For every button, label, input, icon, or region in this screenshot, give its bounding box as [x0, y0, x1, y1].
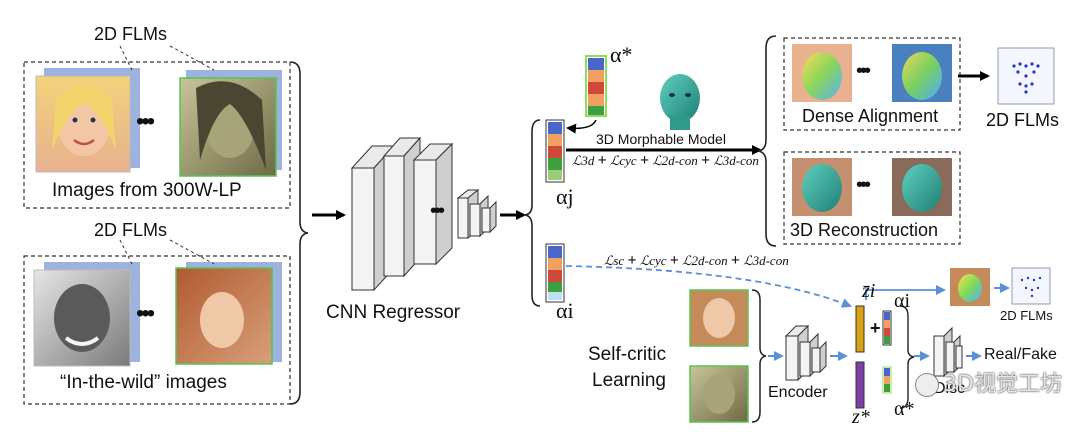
- loss-plus: +: [701, 152, 711, 169]
- encoder-block: [784, 324, 827, 382]
- loss-term: ℒ3d: [572, 153, 595, 168]
- small-flms-card: [1011, 267, 1051, 305]
- dataset-wild-label: “In-the-wild” images: [60, 372, 227, 393]
- alpha-i-vector: [545, 243, 565, 303]
- alpha-i-label: αi: [556, 298, 574, 323]
- self-critic-label-1: Self-critic: [588, 344, 667, 365]
- alpha-j-label: αj: [556, 184, 574, 209]
- loss-plus: +: [627, 252, 637, 269]
- z-bar-i-label: z̄i: [862, 280, 876, 302]
- alpha-star-bottom-label: α*: [894, 398, 915, 420]
- ellipsis: •••: [136, 108, 155, 135]
- dataset-300w-box: [23, 61, 291, 209]
- morphable-model-label: 3D Morphable Model: [596, 131, 726, 147]
- loss-term: ℒ3d-con: [713, 153, 759, 168]
- dense-alignment-box: [783, 37, 961, 131]
- loss-top: ℒ3d + ℒcyc + ℒ2d-con + ℒ3d-con: [572, 152, 759, 170]
- ellipsis: •••: [136, 300, 155, 327]
- left-brace: [289, 61, 309, 405]
- loss-bottom: ℒsc + ℒcyc + ℒ2d-con + ℒ3d-con: [604, 252, 789, 270]
- z-star-label: z*: [852, 406, 870, 428]
- reconstruction-box: [783, 151, 961, 245]
- cnn-regressor-block: [350, 136, 497, 292]
- alpha-j-vector: [545, 119, 565, 183]
- alpha-star-arrow: [566, 119, 597, 134]
- morphable-head-model: [660, 74, 700, 130]
- loss-plus: +: [730, 252, 740, 269]
- alpha-star-vector: [585, 55, 607, 117]
- z-star-vector: [855, 361, 865, 409]
- alpha-i-small-label: αi: [894, 290, 911, 312]
- loss-term: ℒ2d-con: [682, 253, 728, 268]
- pair-brace: [899, 305, 915, 409]
- alpha-star-small-vector: [882, 366, 892, 394]
- loss-plus: +: [597, 152, 607, 169]
- alpha-i-small-vector: [882, 310, 892, 346]
- output-brace: [757, 35, 777, 247]
- watermark: 3D视觉工坊: [915, 366, 1062, 398]
- loss-term: ℒ3d-con: [743, 253, 789, 268]
- flms-mid-label: 2D FLMs: [94, 220, 168, 240]
- ellipsis: •••: [856, 60, 871, 82]
- cnn-regressor-label: CNN Regressor: [326, 302, 461, 323]
- loss-term: ℒcyc: [639, 253, 667, 268]
- branch-brace: [524, 119, 541, 307]
- small-flms-dots: [1020, 276, 1042, 298]
- flms-small-label: 2D FLMs: [1000, 308, 1053, 323]
- loss-term: ℒcyc: [610, 153, 637, 168]
- reconstruction-label: 3D Reconstruction: [790, 220, 939, 240]
- dense-alignment-label: Dense Alignment: [802, 106, 939, 126]
- loss-plus: +: [669, 252, 679, 269]
- z-bar-i-vector: [855, 305, 865, 353]
- dashed-alpha-i-path: [565, 265, 852, 308]
- disc-label: Disc: [934, 380, 966, 397]
- watermark-text: 3D视觉工坊: [943, 372, 1062, 397]
- disc-block: [933, 326, 963, 378]
- critic-brace: [751, 289, 767, 423]
- encoder-label: Encoder: [768, 384, 828, 401]
- wechat-icon: [915, 373, 940, 397]
- ellipsis: •••: [430, 200, 445, 222]
- alpha-star-top-label: α*: [610, 42, 633, 67]
- loss-term: ℒsc: [604, 253, 625, 268]
- loss-term: ℒ2d-con: [652, 153, 698, 168]
- dataset-wild-box: [23, 255, 291, 405]
- arrow-to-small-output: [865, 285, 946, 300]
- plus-sign: +: [870, 318, 881, 338]
- flms-out-label: 2D FLMs: [986, 110, 1060, 130]
- real-fake-label: Real/Fake: [984, 346, 1057, 363]
- loss-plus: +: [639, 152, 650, 169]
- flms-top-label: 2D FLMs: [94, 24, 168, 44]
- flms-dots: [1012, 62, 1040, 94]
- dataset-300w-label: Images from 300W-LP: [52, 180, 242, 201]
- ellipsis: •••: [856, 174, 871, 196]
- self-critic-label-2: Learning: [592, 370, 666, 391]
